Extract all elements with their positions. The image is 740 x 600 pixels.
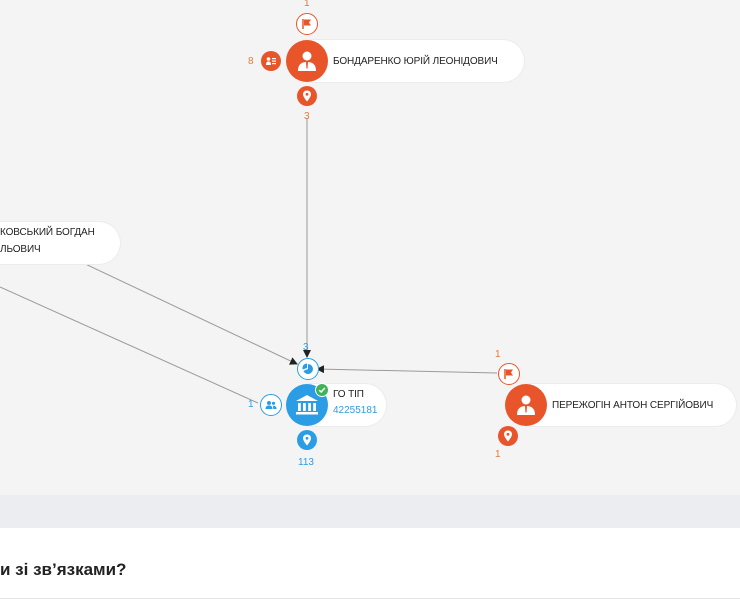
location-badge[interactable]	[498, 426, 518, 446]
bank-building-icon	[296, 395, 318, 415]
flag-icon	[302, 19, 311, 29]
node-name-bondarenko: БОНДАРЕНКО ЮРІЙ ЛЕОНІДОВИЧ	[333, 56, 498, 67]
location-count: 1	[495, 449, 501, 460]
person-icon	[298, 51, 316, 71]
flag-badge[interactable]	[296, 13, 318, 35]
section-divider	[0, 495, 740, 528]
pie-chart-icon	[302, 363, 313, 374]
node-pill-bondarenko[interactable]	[290, 40, 524, 82]
node-name-kovskyi-line2: ЛЬОВИЧ	[0, 244, 41, 255]
flag-badge[interactable]	[498, 363, 520, 385]
node-name-kovskyi-line1: КОВСЬКИЙ БОГДАН	[0, 227, 95, 238]
flag-count: 1	[304, 0, 310, 9]
person-avatar[interactable]	[505, 384, 547, 426]
location-pin-icon	[303, 434, 311, 446]
edge-kovskyi-go-tip-2	[0, 286, 259, 404]
node-name-perezhogin: ПЕРЕЖОГІН АНТОН СЕРГІЙОВИЧ	[552, 400, 714, 411]
location-badge[interactable]	[297, 430, 317, 450]
pie-count: 3	[303, 342, 309, 353]
location-count: 113	[298, 457, 314, 468]
location-badge[interactable]	[297, 86, 317, 106]
person-avatar[interactable]	[286, 40, 328, 82]
person-icon	[517, 395, 535, 415]
edge-perezhogin-go-tip	[316, 365, 498, 374]
location-count: 3	[304, 111, 310, 122]
flag-icon	[504, 369, 513, 379]
contact-card-icon	[266, 57, 276, 65]
docs-count: 8	[248, 56, 254, 67]
flag-count: 1	[495, 349, 501, 360]
node-pill-perezhogin[interactable]	[510, 384, 736, 426]
graph-canvas[interactable]: 1 БОНДАРЕНКО ЮРІЙ ЛЕОНІДОВИЧ 8 3 КОВСЬКИ…	[0, 0, 740, 495]
faq-question-title[interactable]: и зі зв’язками?	[0, 560, 127, 579]
location-pin-icon	[303, 90, 311, 102]
verified-check-icon	[315, 383, 329, 397]
location-pin-icon	[504, 430, 512, 442]
chart-badge[interactable]	[297, 358, 319, 380]
node-pill-kovskyi[interactable]	[0, 222, 120, 264]
docs-badge[interactable]	[261, 51, 281, 71]
company-code[interactable]: 42255181	[333, 405, 378, 416]
company-avatar[interactable]	[286, 384, 328, 426]
people-badge[interactable]	[260, 394, 282, 416]
divider-line	[0, 598, 740, 599]
people-count: 1	[248, 399, 254, 410]
node-name-go-tip: ГО ТІП	[333, 389, 364, 400]
edge-kovskyi-go-tip	[59, 251, 298, 365]
people-icon	[265, 401, 277, 409]
graph-edges	[0, 118, 498, 404]
